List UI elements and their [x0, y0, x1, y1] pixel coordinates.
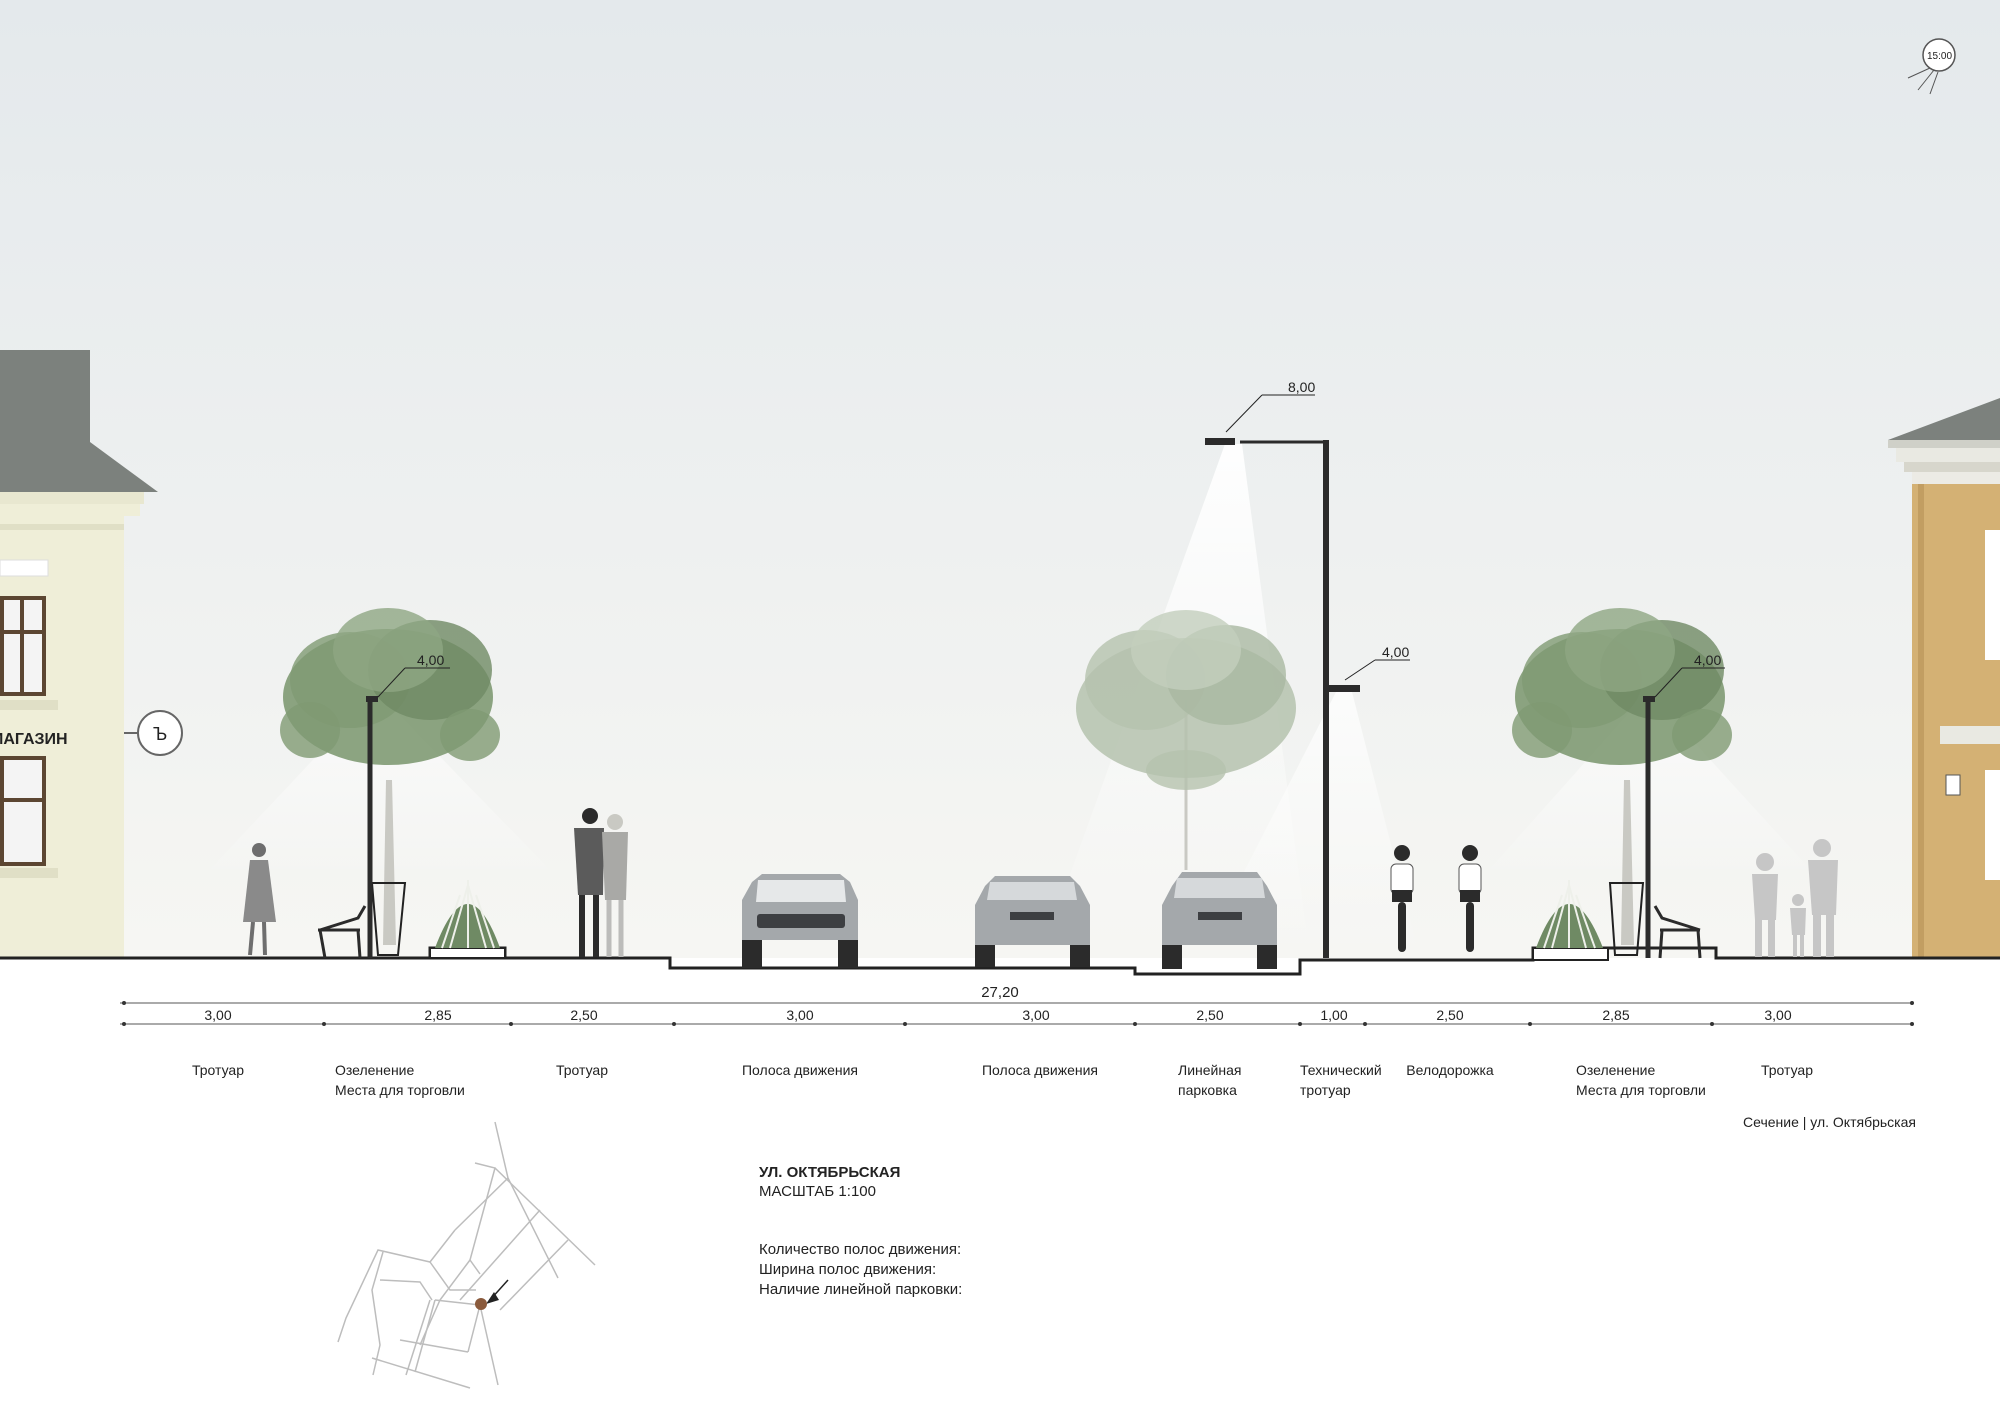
segment-label-line2: парковка — [1178, 1082, 1237, 1098]
segment-width: 3,00 — [1764, 1007, 1791, 1023]
dimension-tick — [322, 1022, 326, 1026]
segment-label-line2: тротуар — [1300, 1082, 1351, 1098]
dimension-tick — [122, 1022, 126, 1026]
segment-label: Линейная — [1178, 1062, 1241, 1078]
segment-width: 3,00 — [786, 1007, 813, 1023]
total-dimension-tick — [1910, 1001, 1914, 1005]
left-building: МАГАЗИН Ъ — [0, 350, 183, 958]
left-shrub — [429, 880, 506, 959]
dimension-lines — [120, 1002, 1912, 1025]
sheet-caption: Сечение | ул. Октябрьская — [1743, 1114, 1916, 1130]
left-tree — [280, 608, 500, 956]
right-tree — [1512, 608, 1732, 956]
car-lane-2 — [975, 876, 1090, 967]
left-bench — [318, 905, 367, 959]
dimension-tick — [672, 1022, 676, 1026]
pedestrian-family — [1752, 839, 1838, 957]
locator-map — [337, 1121, 596, 1389]
dimension-tick — [1910, 1022, 1914, 1026]
total-width: 27,20 — [981, 984, 1019, 1001]
segment-label: Тротуар — [1761, 1062, 1813, 1078]
shop-symbol: Ъ — [153, 724, 167, 744]
info-lanes-width: Ширина полос движения: — [759, 1261, 936, 1278]
segment-width: 1,00 — [1320, 1007, 1347, 1023]
clock-time: 15:00 — [1927, 51, 1952, 62]
drawing-scale: МАСШТАБ 1:100 — [759, 1183, 876, 1200]
left-tree-lamp-height: 4,00 — [417, 652, 444, 668]
segment-label: Тротуар — [556, 1062, 608, 1078]
right-tree-lamp-height: 4,00 — [1694, 652, 1721, 668]
side-lamp-height: 4,00 — [1382, 644, 1409, 660]
dimension-tick — [1133, 1022, 1137, 1026]
segment-label: Озеленение — [1576, 1062, 1655, 1078]
clock-icon: 15:00 — [1907, 38, 1956, 95]
segment-width: 2,50 — [1436, 1007, 1463, 1023]
dimension-tick — [509, 1022, 513, 1026]
shop-symbol-sign — [137, 710, 183, 756]
dimension-tick — [1363, 1022, 1367, 1026]
segment-width: 3,00 — [1022, 1007, 1049, 1023]
segment-label: Велодорожка — [1406, 1062, 1494, 1078]
total-dimension-tick — [122, 1001, 126, 1005]
pedestrian-couple — [574, 808, 628, 957]
street-name: УЛ. ОКТЯБРЬСКАЯ — [759, 1164, 900, 1181]
cyclists — [1390, 845, 1482, 952]
right-shrub — [1532, 880, 1609, 961]
dimension-tick — [1528, 1022, 1532, 1026]
segment-label: Полоса движения — [742, 1062, 858, 1078]
segment-width: 2,85 — [424, 1007, 451, 1023]
segment-width: 2,50 — [1196, 1007, 1223, 1023]
left-tree-lamp: 4,00 — [366, 652, 450, 958]
segment-label: Озеленение — [335, 1062, 414, 1078]
segment-label-line2: Места для торговли — [335, 1082, 465, 1098]
pedestrian-woman — [243, 843, 276, 956]
shop-sign: МАГАЗИН — [0, 731, 68, 748]
info-parking: Наличие линейной парковки: — [759, 1281, 962, 1298]
main-street-lamp: 8,00 4,00 — [1205, 379, 1410, 958]
main-lamp-height: 8,00 — [1288, 379, 1315, 395]
right-building — [1888, 398, 2000, 958]
segment-label-line2: Места для торговли — [1576, 1082, 1706, 1098]
dimension-tick — [1710, 1022, 1714, 1026]
segment-label: Тротуар — [192, 1062, 244, 1078]
segment-width: 3,00 — [204, 1007, 231, 1023]
dimension-tick — [1298, 1022, 1302, 1026]
segment-label: Технический — [1300, 1062, 1382, 1078]
segment-label: Полоса движения — [982, 1062, 1098, 1078]
info-lanes-count: Количество полос движения: — [759, 1241, 961, 1258]
right-tree-lamp: 4,00 — [1643, 652, 1725, 958]
car-lane-1 — [742, 874, 858, 968]
dimension-tick — [903, 1022, 907, 1026]
right-bench — [1653, 905, 1702, 959]
segment-width: 2,85 — [1602, 1007, 1629, 1023]
map-location-marker — [475, 1279, 509, 1310]
center-tree — [1076, 610, 1296, 870]
segment-width: 2,50 — [570, 1007, 597, 1023]
segment-dimensions: 3,00 2,85 2,50 3,00 3,00 2,50 1,00 2,50 2,85 3,00 — [122, 1001, 1914, 1026]
car-parking — [1162, 872, 1277, 969]
